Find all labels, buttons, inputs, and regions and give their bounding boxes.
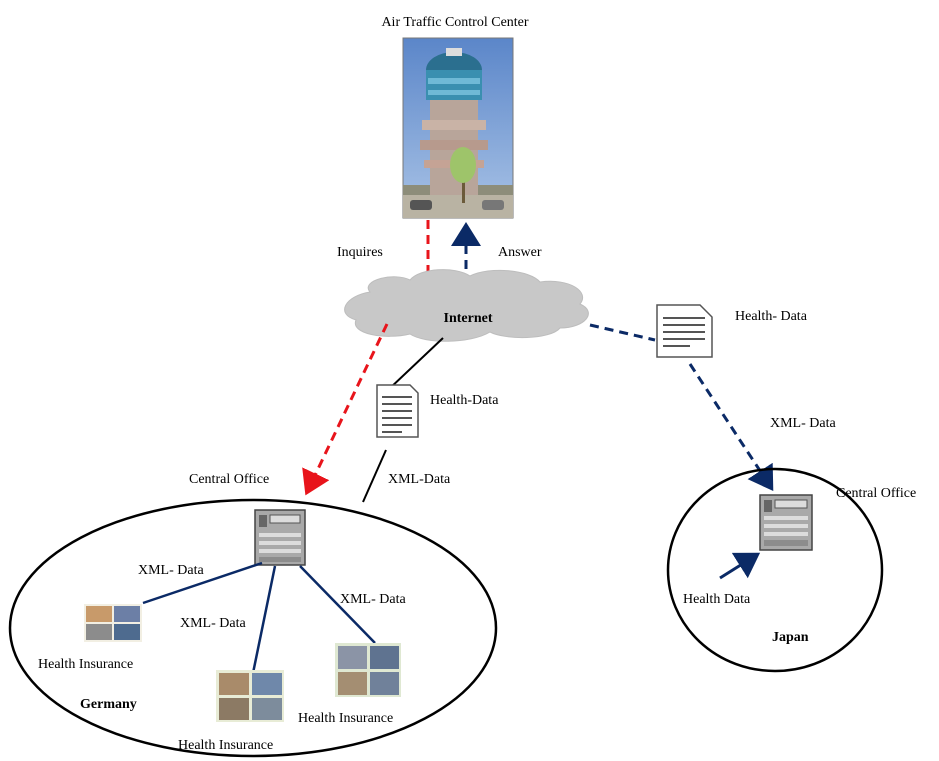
link-server-to-insurer-2 bbox=[250, 565, 277, 679]
germany-xml-label-3: XML- Data bbox=[340, 592, 406, 607]
japan-region bbox=[666, 467, 884, 673]
xml-data-left-label: XML-Data bbox=[388, 472, 451, 487]
xml-data-right-label: XML- Data bbox=[770, 416, 836, 431]
link-cloud-to-right-doc bbox=[589, 323, 656, 342]
germany-region bbox=[8, 498, 498, 758]
inquires-label: Inquires bbox=[337, 245, 383, 260]
germany-xml-label-2: XML- Data bbox=[180, 616, 246, 631]
internet-label: Internet bbox=[444, 311, 493, 326]
japan-country-label: Japan bbox=[772, 630, 809, 645]
link-server-to-insurer-1 bbox=[142, 561, 263, 605]
link-server-to-insurer-3 bbox=[299, 565, 376, 644]
answer-label: Answer bbox=[498, 245, 542, 260]
inquiry-to-germany-arrow bbox=[302, 323, 389, 496]
health-data-right-label: Health- Data bbox=[735, 309, 808, 324]
cloud-icon bbox=[344, 269, 589, 342]
document-icon bbox=[376, 384, 419, 438]
germany-central-office-label: Central Office bbox=[189, 472, 269, 487]
germany-xml-label-1: XML- Data bbox=[138, 563, 204, 578]
japan-central-office-label: Central Office bbox=[836, 486, 916, 501]
control-center-title: Air Traffic Control Center bbox=[381, 15, 528, 30]
photo-thumbnail-icon bbox=[84, 604, 142, 642]
photo-thumbnail-icon bbox=[335, 643, 401, 697]
health-data-left-label: Health-Data bbox=[430, 393, 499, 408]
xml-to-japan-arrow bbox=[688, 363, 774, 492]
germany-insurer-label-2: Health Insurance bbox=[178, 738, 273, 753]
link-doc-to-germany bbox=[362, 449, 387, 503]
germany-insurer-label-1: Health Insurance bbox=[38, 657, 133, 672]
link-cloud-to-doc bbox=[387, 337, 444, 391]
document-icon bbox=[656, 304, 713, 358]
japan-health-data-arrow bbox=[719, 552, 761, 580]
germany-country-label: Germany bbox=[80, 697, 137, 712]
tower-photo bbox=[402, 37, 514, 219]
server-icon bbox=[759, 494, 813, 551]
germany-insurer-label-3: Health Insurance bbox=[298, 711, 393, 726]
japan-health-data-label: Health Data bbox=[683, 592, 751, 607]
photo-thumbnail-icon bbox=[216, 670, 284, 722]
server-icon bbox=[254, 509, 306, 566]
